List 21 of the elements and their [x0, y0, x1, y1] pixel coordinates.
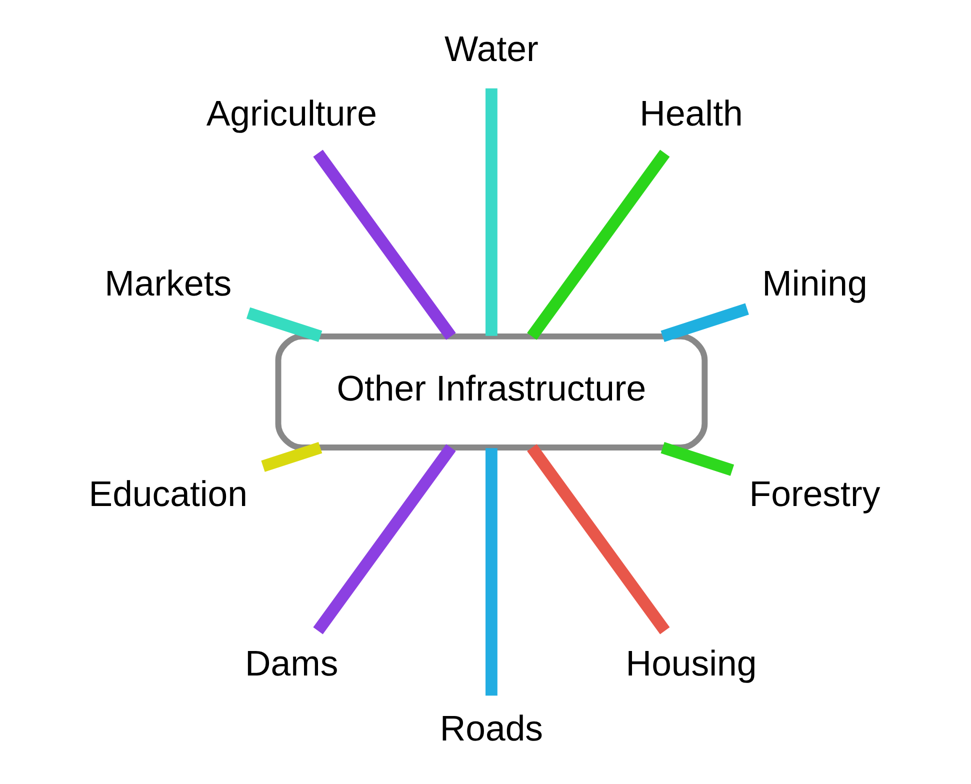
node-box: Other Infrastructure [275, 333, 708, 450]
connector [313, 444, 456, 634]
node-text: Mining [762, 264, 868, 304]
connector [527, 150, 670, 340]
connector [527, 444, 670, 634]
node-text: Education [88, 474, 248, 514]
connector [486, 448, 498, 696]
connector [486, 88, 498, 336]
node-text: Housing [626, 644, 757, 684]
node-text: Agriculture [206, 94, 377, 134]
connector [246, 307, 322, 342]
node-text: Forestry [749, 474, 880, 514]
node-text: Roads [440, 708, 544, 749]
node-text: Markets [104, 264, 232, 304]
connector [261, 442, 322, 472]
connector [313, 150, 456, 340]
node-text: Dams [245, 644, 338, 684]
connector [660, 303, 749, 342]
connector [660, 442, 734, 476]
node-text: Health [640, 94, 743, 134]
node-text: Water [444, 28, 538, 69]
